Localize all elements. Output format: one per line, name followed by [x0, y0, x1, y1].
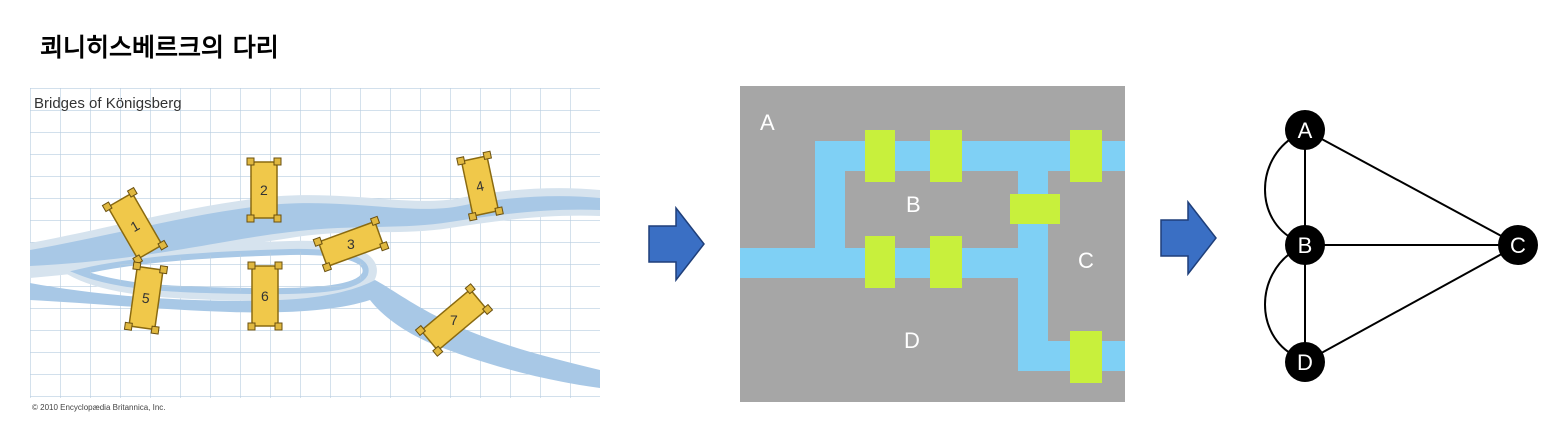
edge-a-c	[1304, 129, 1519, 246]
bridge-block	[930, 236, 962, 288]
page-title: 쾨니히스베르크의 다리	[40, 33, 279, 62]
abstract-map: A B C D	[740, 86, 1125, 402]
region-c-label: C	[1078, 248, 1094, 273]
bridge-6: 6	[247, 261, 283, 331]
bridge-1: 1	[101, 186, 169, 266]
map-copyright: © 2010 Encyclopædia Britannica, Inc.	[32, 403, 166, 412]
region-a-label: A	[760, 110, 775, 135]
bridge-2-label: 2	[260, 182, 268, 198]
node-b-label: B	[1298, 233, 1313, 258]
bridge-block	[865, 236, 895, 288]
bridge-block	[1070, 331, 1102, 383]
bridge-3: 3	[312, 215, 390, 273]
bridge-block	[1010, 194, 1060, 224]
bridge-6-label: 6	[261, 288, 269, 304]
konigsberg-map: Bridges of Königsberg 1 2 3	[30, 88, 602, 414]
region-b-label: B	[906, 192, 921, 217]
edge-b-d-curve	[1264, 249, 1296, 357]
bridge-4-label: 4	[474, 177, 485, 194]
bridge-7: 7	[414, 283, 494, 357]
bridge-block	[865, 130, 895, 182]
map-caption: Bridges of Königsberg	[34, 95, 182, 112]
node-c-label: C	[1510, 233, 1526, 258]
edge-d-c	[1304, 244, 1519, 363]
bridge-7-label: 7	[450, 312, 458, 328]
bridge-2: 2	[246, 157, 282, 223]
node-b: B	[1285, 225, 1325, 265]
graph-diagram: A B C D	[1240, 100, 1540, 390]
bridge-5: 5	[123, 261, 169, 335]
right-arrow-icon	[648, 205, 706, 283]
node-c: C	[1498, 225, 1538, 265]
node-a-label: A	[1298, 118, 1313, 143]
node-d: D	[1285, 342, 1325, 382]
bridge-block	[1070, 130, 1102, 182]
region-d-label: D	[904, 328, 920, 353]
node-d-label: D	[1297, 350, 1313, 375]
bridge-block	[930, 130, 962, 182]
edge-a-b-curve	[1264, 135, 1296, 241]
right-arrow-icon	[1160, 199, 1218, 277]
node-a: A	[1285, 110, 1325, 150]
bridge-5-label: 5	[141, 290, 151, 307]
bridge-3-label: 3	[347, 236, 355, 252]
bridge-4: 4	[456, 150, 504, 222]
